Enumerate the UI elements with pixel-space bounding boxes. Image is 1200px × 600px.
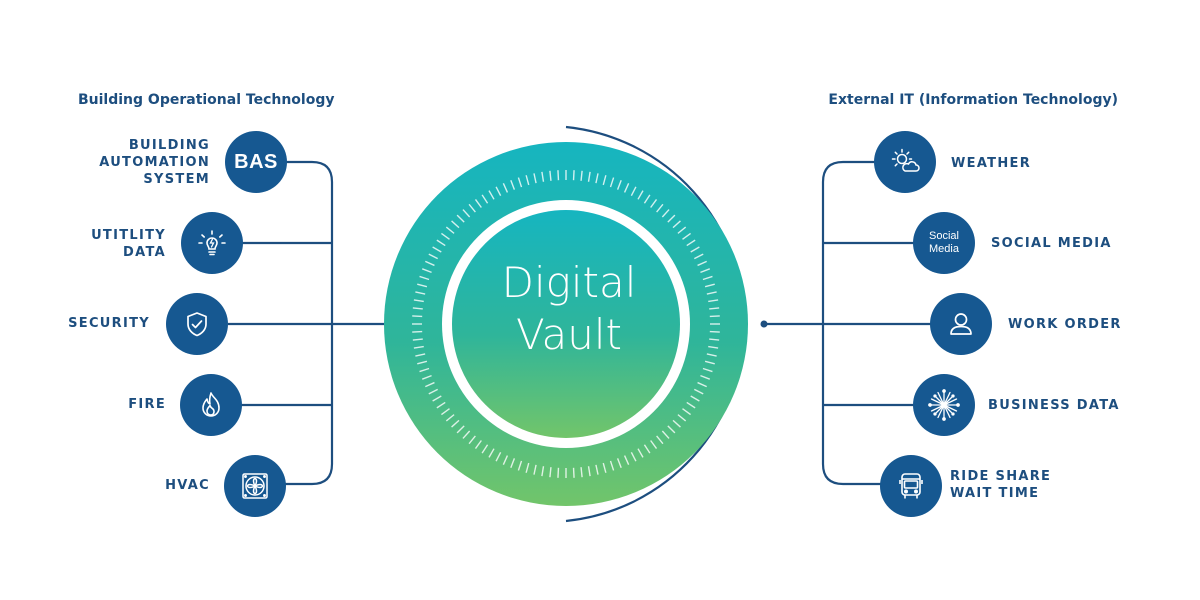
business-data-node[interactable] [913, 374, 975, 436]
label-fire: FIRE [128, 397, 166, 412]
tick-marks [412, 170, 720, 478]
left-connector-lines [228, 160, 386, 486]
label-weather: WEATHER [951, 156, 1032, 171]
label-work-order: WORK ORDER [1008, 317, 1122, 332]
hvac-node[interactable] [224, 455, 286, 517]
label-business-data: BUSINESS DATA [988, 398, 1120, 413]
social-media-text-icon: Social Media [929, 230, 959, 255]
person-icon [950, 313, 972, 335]
label-social-media: SOCIAL MEDIA [991, 236, 1112, 251]
fire-node[interactable] [180, 374, 242, 436]
security-node[interactable] [166, 293, 228, 355]
network-burst-icon [928, 389, 960, 421]
social-media-node[interactable]: Social Media [913, 212, 975, 274]
vault-inner-disc [452, 210, 680, 438]
shield-check-icon [187, 312, 207, 337]
bas-node[interactable]: BAS [225, 131, 287, 193]
utility-data-node[interactable] [181, 212, 243, 274]
fan-icon [242, 473, 268, 499]
digital-vault-title: Digital Vault [494, 257, 644, 361]
flame-icon [202, 392, 220, 417]
vault-title-line2: Vault [516, 310, 622, 359]
lightbulb-icon [198, 230, 226, 256]
weather-node[interactable] [874, 131, 936, 193]
label-security: SECURITY [68, 316, 150, 331]
label-building-automation-system: BUILDING AUTOMATION SYSTEM [99, 138, 210, 187]
label-hvac: HVAC [165, 478, 210, 493]
left-section-title: Building Operational Technology [78, 92, 335, 108]
sun-cloud-icon [891, 148, 920, 172]
vault-title-line1: Digital [501, 258, 637, 307]
work-order-node[interactable] [930, 293, 992, 355]
right-section-title: External IT (Information Technology) [828, 92, 1118, 108]
arc-junction-dot [760, 320, 768, 328]
bus-icon [899, 473, 923, 499]
label-ride-share-wait-time: RIDE SHARE WAIT TIME [950, 469, 1052, 501]
label-utility-data: UTITLITY DATA [91, 228, 166, 260]
ride-share-node[interactable] [880, 455, 942, 517]
bas-text-icon: BAS [234, 150, 278, 173]
